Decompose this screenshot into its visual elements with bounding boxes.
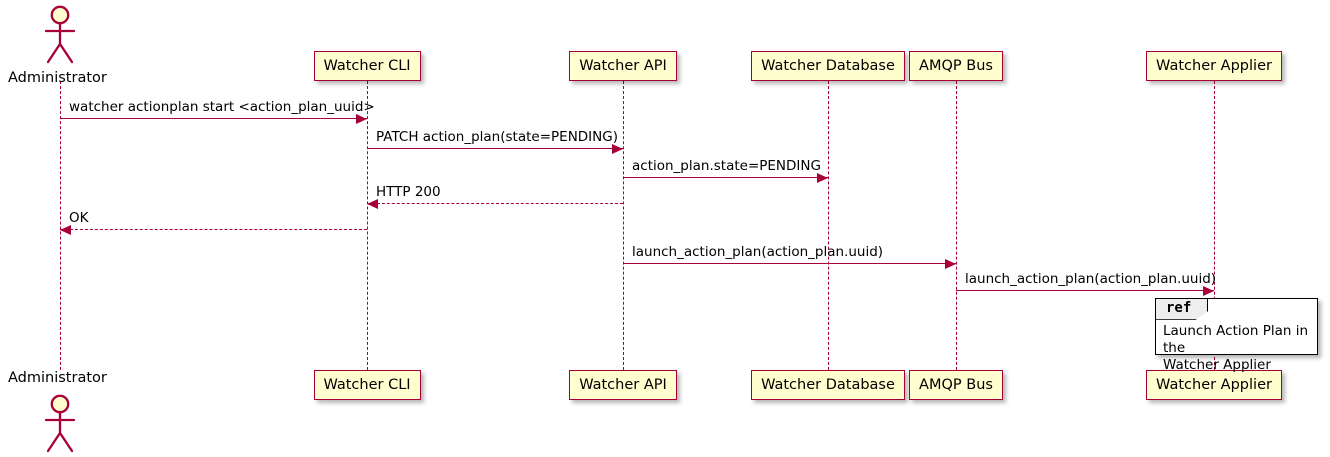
lifeline-amqp-bus: [956, 81, 957, 370]
message-line-3: [623, 177, 828, 178]
message-label-1: watcher actionplan start <action_plan_uu…: [69, 99, 375, 115]
ref-fragment-text: Launch Action Plan in the Watcher Applie…: [1163, 323, 1309, 374]
message-label-7: launch_action_plan(action_plan.uuid): [965, 271, 1217, 287]
lifeline-watcher-cli: [367, 81, 368, 370]
participant-watcher-applier-top[interactable]: Watcher Applier: [1146, 51, 1282, 81]
participant-watcher-api-top[interactable]: Watcher API: [569, 51, 677, 81]
actor-label-administrator-top: Administrator: [8, 70, 107, 86]
arrow-head-7: [1203, 285, 1214, 296]
message-label-4: HTTP 200: [376, 184, 441, 200]
message-line-6: [623, 263, 956, 264]
message-line-1: [60, 118, 367, 119]
arrow-head-5: [60, 224, 71, 235]
lifeline-watcher-applier: [1214, 81, 1215, 370]
arrow-head-6: [945, 258, 956, 269]
participant-watcher-api-bottom[interactable]: Watcher API: [569, 370, 677, 400]
participant-watcher-db-top[interactable]: Watcher Database: [751, 51, 905, 81]
arrow-head-1: [356, 113, 367, 124]
participant-amqp-bus-top[interactable]: AMQP Bus: [909, 51, 1003, 81]
message-label-5: OK: [69, 210, 89, 226]
arrow-head-4: [367, 198, 378, 209]
message-label-6: launch_action_plan(action_plan.uuid): [632, 244, 884, 260]
actor-administrator-bottom: [38, 393, 82, 453]
message-line-7: [956, 290, 1214, 291]
arrow-head-3: [817, 172, 828, 183]
message-line-2: [367, 148, 623, 149]
participant-amqp-bus-bottom[interactable]: AMQP Bus: [909, 370, 1003, 400]
message-label-2: PATCH action_plan(state=PENDING): [376, 129, 618, 145]
actor-administrator-top: [38, 4, 82, 64]
participant-watcher-cli-top[interactable]: Watcher CLI: [313, 51, 421, 81]
ref-fragment-header: ref: [1156, 299, 1209, 320]
lifeline-watcher-db: [828, 81, 829, 370]
message-line-5: [60, 229, 367, 230]
participant-watcher-cli-bottom[interactable]: Watcher CLI: [313, 370, 421, 400]
actor-label-administrator-bottom: Administrator: [8, 370, 107, 386]
arrow-head-2: [612, 143, 623, 154]
message-line-4: [367, 203, 623, 204]
message-label-3: action_plan.state=PENDING: [632, 158, 821, 174]
participant-watcher-applier-bottom[interactable]: Watcher Applier: [1146, 370, 1282, 400]
participant-watcher-db-bottom[interactable]: Watcher Database: [751, 370, 905, 400]
lifeline-watcher-api: [623, 81, 624, 370]
